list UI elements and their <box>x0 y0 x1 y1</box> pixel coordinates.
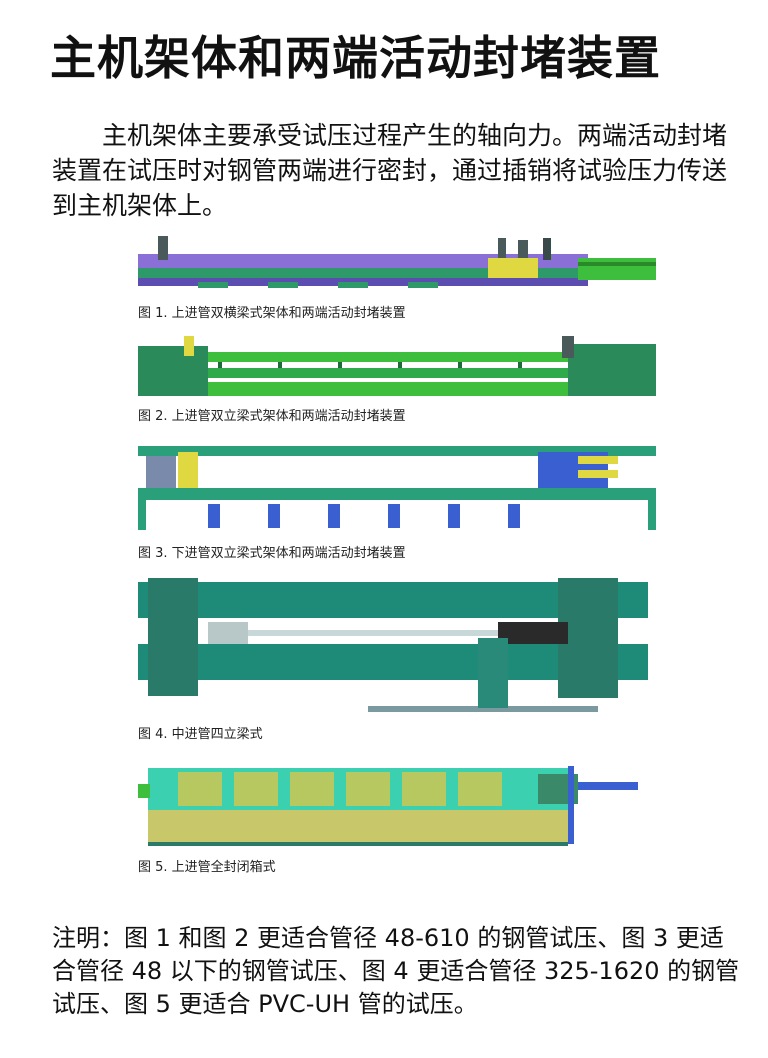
figure-3-image <box>138 438 656 538</box>
figure-4-image <box>138 578 656 716</box>
figure-1-image <box>138 236 656 294</box>
figure-2-image <box>138 334 656 400</box>
figure-3-caption: 图 3. 下进管双立梁式架体和两端活动封堵装置 <box>138 546 406 561</box>
figure-5-image <box>138 762 656 854</box>
figure-4-caption: 图 4. 中进管四立梁式 <box>138 727 263 742</box>
figure-5-caption: 图 5. 上进管全封闭箱式 <box>138 860 276 875</box>
figure-2-caption: 图 2. 上进管双立梁式架体和两端活动封堵装置 <box>138 409 406 424</box>
intro-paragraph: 主机架体主要承受试压过程产生的轴向力。两端活动封堵装置在试压时对钢管两端进行密封… <box>52 121 728 220</box>
note-paragraph: 注明：图 1 和图 2 更适合管径 48-610 的钢管试压、图 3 更适合管径… <box>52 924 740 1018</box>
figure-1-caption: 图 1. 上进管双横梁式架体和两端活动封堵装置 <box>138 306 406 321</box>
page-title: 主机架体和两端活动封堵装置 <box>50 31 661 85</box>
